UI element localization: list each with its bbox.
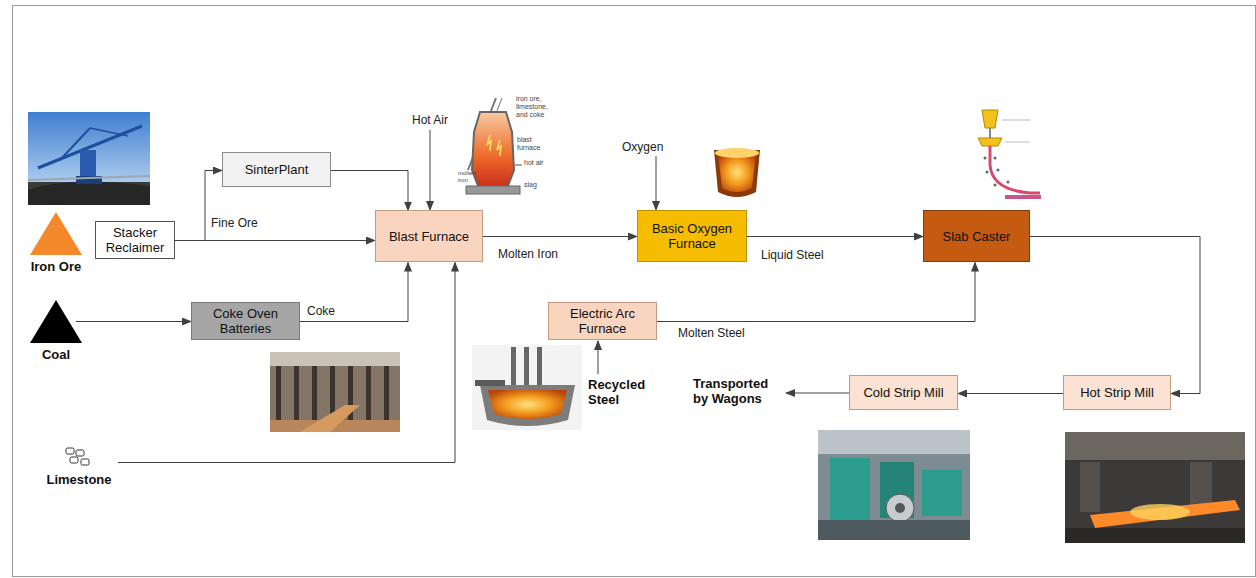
recycled-arrow <box>598 341 599 374</box>
stacker-photo <box>28 112 150 205</box>
ladle-picture <box>714 148 760 197</box>
edge-label: Coke <box>306 304 336 318</box>
hot-air-arrow <box>430 130 431 210</box>
flow-arrow <box>1030 237 1200 394</box>
caster-sketch <box>978 110 1041 199</box>
process-box: Cold Strip Mill <box>849 375 958 410</box>
node-title: Basic Oxygen Furnace <box>643 221 741 251</box>
flow-arrow <box>657 263 975 322</box>
node-title: Coal <box>42 347 70 362</box>
flow-arrow <box>76 321 191 322</box>
flow-label: Oxygen <box>622 140 682 154</box>
node-title: Coke Oven Batteries <box>197 306 294 336</box>
node-title: Stacker Reclaimer <box>101 225 169 255</box>
node-title: Hot Strip Mill <box>1080 385 1154 400</box>
illustration-label: blast furnace <box>517 136 547 152</box>
flow-arrow <box>300 263 408 322</box>
process-box: Blast Furnace <box>375 210 483 262</box>
edge-label: Molten Iron <box>497 247 559 261</box>
illustration-label: hot air <box>524 159 552 167</box>
illustration-label: iron ore, limestone, and coke <box>516 95 556 119</box>
node-title: Iron Ore <box>31 259 82 274</box>
flow-arrow <box>958 393 1063 394</box>
process-box: Stacker Reclaimer <box>95 221 175 259</box>
flow-arrow <box>483 236 637 237</box>
frame <box>13 6 1256 577</box>
process-box: Slab Caster <box>923 210 1030 262</box>
flow-label: Hot Air <box>412 113 472 127</box>
edge-label: Fine Ore <box>210 216 259 230</box>
node-title: Slab Caster <box>943 229 1011 244</box>
illustration-label: molten iron <box>458 170 472 184</box>
shape-outline <box>30 300 82 343</box>
node-title: Electric Arc Furnace <box>554 306 651 336</box>
raw-material-triangle: Coal <box>24 300 88 362</box>
process-box: Electric Arc Furnace <box>548 302 657 340</box>
node-title: Blast Furnace <box>389 229 469 244</box>
flow-label: Transported by Wagons <box>693 376 781 406</box>
wagon-arrow <box>786 393 849 394</box>
flow-arrow <box>175 240 375 241</box>
flow-arrow <box>175 171 222 241</box>
flow-arrow <box>118 263 455 463</box>
shape-outline <box>30 212 82 255</box>
node-title: SinterPlant <box>245 162 309 177</box>
blast-furnace-sketch <box>466 98 522 194</box>
process-box: Coke Oven Batteries <box>191 302 300 340</box>
process-box: Basic Oxygen Furnace <box>637 210 747 262</box>
raw-material-icon: Limestone <box>40 446 118 487</box>
node-title: Cold Strip Mill <box>863 385 943 400</box>
edge-label: Molten Steel <box>677 326 746 340</box>
node-title: Limestone <box>46 472 111 487</box>
oxygen-arrow <box>656 156 657 210</box>
raw-material-triangle: Iron Ore <box>24 212 88 274</box>
flow-label: Recycled Steel <box>588 377 654 407</box>
flow-arrow <box>747 236 923 237</box>
process-box: SinterPlant <box>222 152 331 187</box>
hot-mill-photo <box>1065 432 1245 543</box>
flow-arrow <box>331 171 408 211</box>
eaf-picture <box>472 345 582 430</box>
illustration-label: slag <box>524 181 544 189</box>
process-box: Hot Strip Mill <box>1063 375 1171 410</box>
edge-label: Liquid Steel <box>760 248 825 262</box>
coke-oven-photo <box>270 352 400 432</box>
shape-outline <box>64 446 94 468</box>
cold-mill-photo <box>818 430 970 540</box>
